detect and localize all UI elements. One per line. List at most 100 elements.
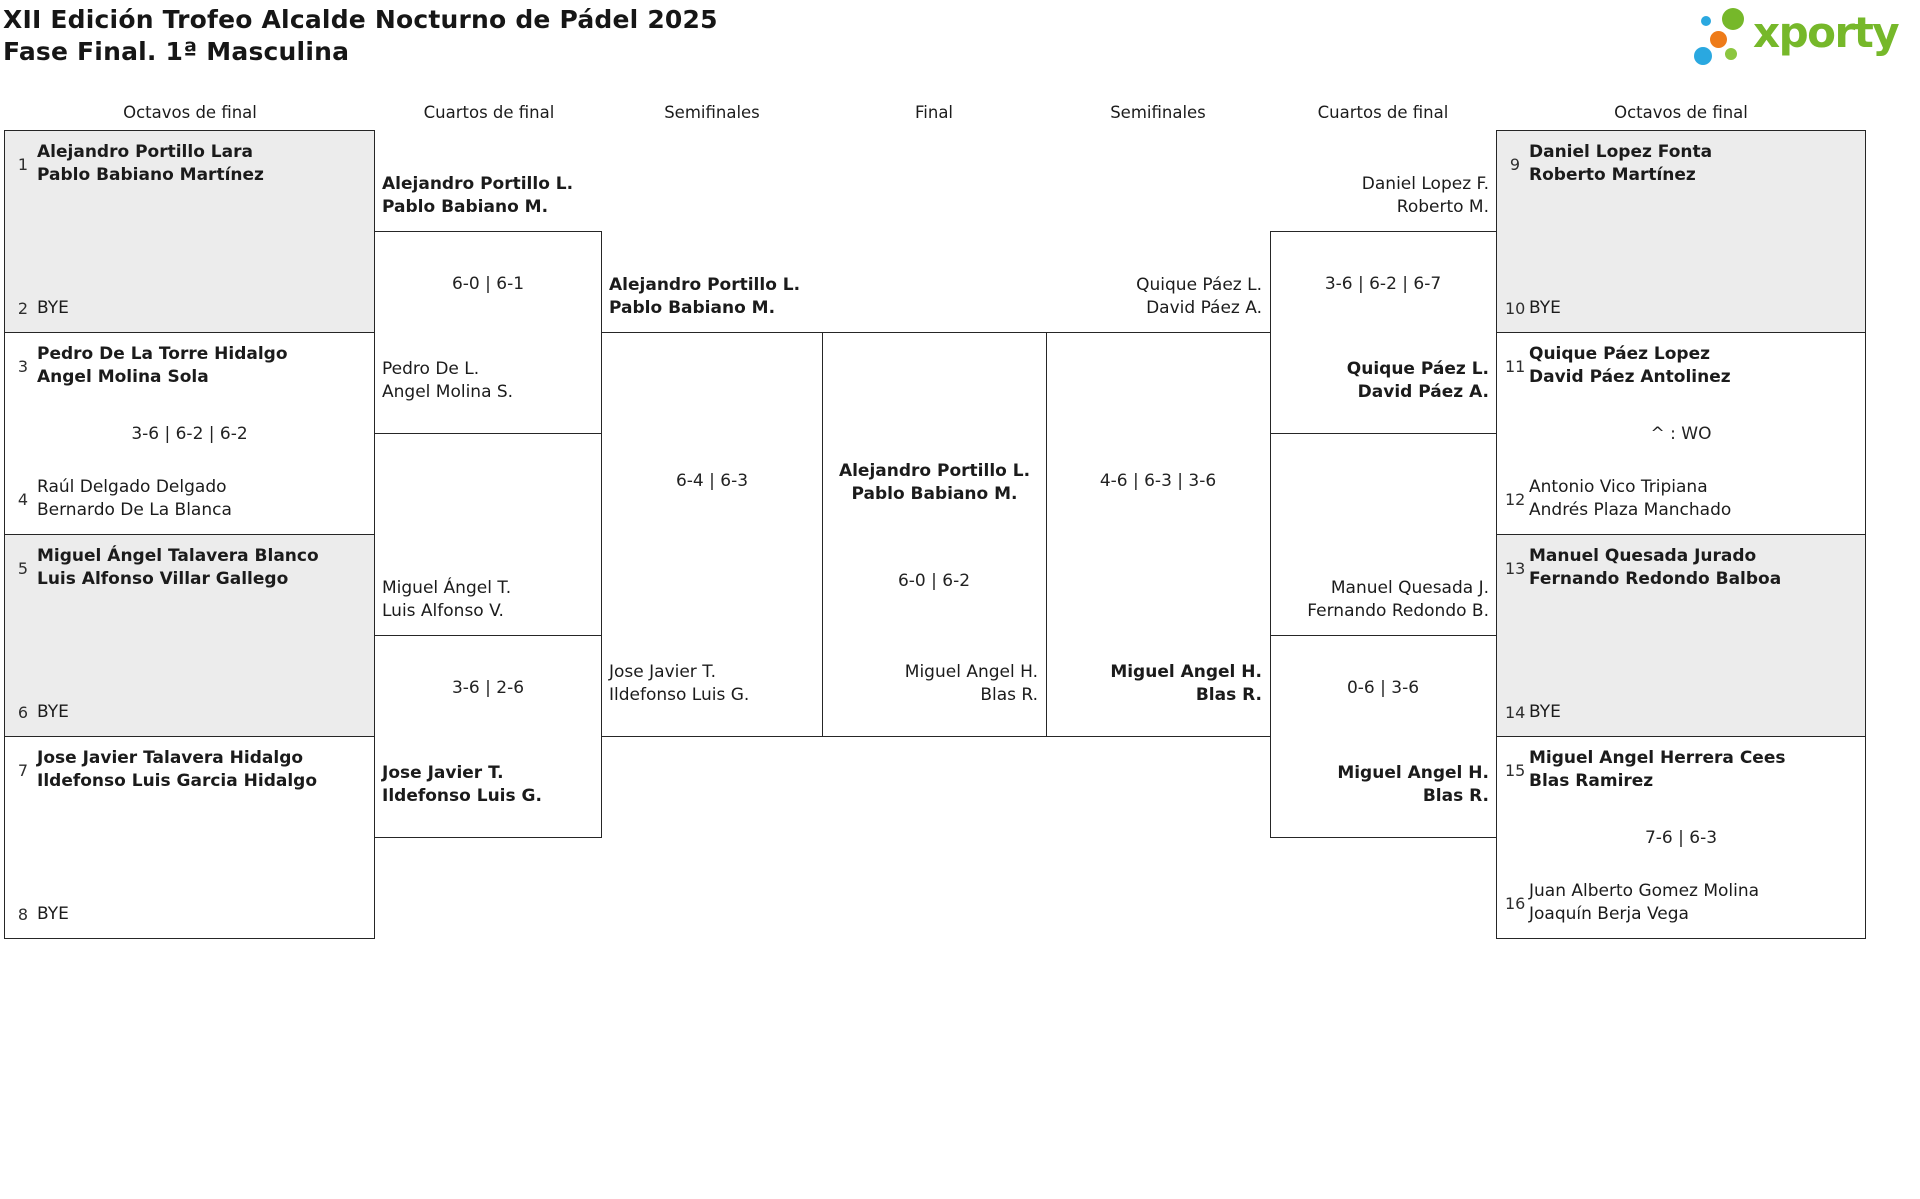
logo-dot-icon [1722,8,1744,30]
logo-wordmark: xporty [1753,8,1900,57]
final-winner-label: Alejandro Portillo L.Pablo Babiano M. [838,461,1031,504]
qf-left-2-box [374,635,602,838]
bracket-seat: 6 BYE [13,701,368,724]
bracket-seat: 8 BYE [13,903,368,926]
final-box [822,332,1047,737]
match-score: 0-6 | 3-6 [1346,678,1420,698]
round-header-octavos-left: Octavos de final [123,103,257,122]
seed-number: 13 [1505,558,1526,578]
match-score: 4-6 | 6-3 | 3-6 [1099,471,1217,491]
sf-team-label: Miguel Angel H.Blas R. [1110,662,1262,705]
qf-team-label: Manuel Quesada J.Fernando Redondo B. [1307,578,1489,621]
match-score: 6-4 | 6-3 [675,471,749,491]
seed-number: 5 [17,558,29,578]
seed-number: 8 [17,905,29,924]
bye-label: BYE [37,702,69,722]
qf-team-label: Miguel Angel H.Blas R. [1337,763,1489,806]
qf-team-label: Quique Páez L.David Páez A. [1346,359,1489,402]
seed-number: 4 [17,489,29,509]
bye-label: BYE [1529,298,1561,318]
round-header-cuartos-right: Cuartos de final [1317,103,1449,122]
seed-number: 3 [17,356,29,376]
qf-team-label: Miguel Ángel T.Luis Alfonso V. [382,578,512,621]
qf-team-label: Pedro De L.Angel Molina S. [382,359,514,402]
seed-number: 9 [1509,154,1521,174]
logo-dot-icon [1694,47,1712,65]
seed-number: 14 [1505,703,1526,722]
bye-label: BYE [37,298,69,318]
qf-team-label: Daniel Lopez F.Roberto M. [1361,174,1489,217]
match-score: ^ : WO [1650,423,1712,444]
bracket-seat: 2 BYE [13,297,368,320]
bye-label: BYE [1529,702,1561,722]
seed-number: 6 [17,703,29,722]
seed-number: 2 [17,299,29,318]
match-score: 3-6 | 6-2 | 6-7 [1324,274,1442,294]
logo-dot-icon [1725,48,1737,60]
bracket-seat: 14 BYE [1505,701,1859,724]
sf-left-box [601,332,823,737]
qf-right-2-box [1270,635,1497,838]
round-header-semis-right: Semifinales [1110,103,1206,122]
match-score: 7-6 | 6-3 [1644,827,1718,848]
seed-number: 12 [1505,489,1526,509]
match-score: 3-6 | 2-6 [451,678,525,698]
round-header-semis-left: Semifinales [664,103,760,122]
match-score: 3-6 | 6-2 | 6-2 [131,423,248,444]
sf-right-box [1046,332,1271,737]
match-score: 6-0 | 6-1 [451,274,525,294]
seed-number: 15 [1505,760,1526,780]
seed-number: 11 [1505,356,1526,376]
seed-number: 16 [1505,893,1526,913]
qf-team-label: Jose Javier T.Ildefonso Luis G. [382,763,542,806]
round-header-cuartos-left: Cuartos de final [423,103,555,122]
logo-dot-icon [1710,31,1727,48]
page-subtitle: Fase Final. 1ª Masculina [3,37,350,66]
logo-dot-icon [1701,16,1711,26]
seed-number: 7 [17,760,29,780]
sf-team-label: Jose Javier T.Ildefonso Luis G. [609,662,750,705]
bracket-seat: 10 BYE [1505,297,1859,320]
round-header-octavos-right: Octavos de final [1614,103,1748,122]
seed-number: 10 [1505,299,1526,318]
round-header-final: Final [914,103,954,122]
qf-team-label: Alejandro Portillo L.Pablo Babiano M. [382,174,574,217]
seed-number: 1 [17,154,29,174]
page-title: XII Edición Trofeo Alcalde Nocturno de P… [3,5,718,34]
sf-team-label: Alejandro Portillo L.Pablo Babiano M. [609,275,801,318]
sf-team-label: Quique Páez L.David Páez A. [1136,275,1262,318]
bye-label: BYE [37,904,69,924]
match-score: 6-0 | 6-2 [897,571,971,591]
final-runnerup-label: Miguel Angel H.Blas R. [904,662,1038,705]
